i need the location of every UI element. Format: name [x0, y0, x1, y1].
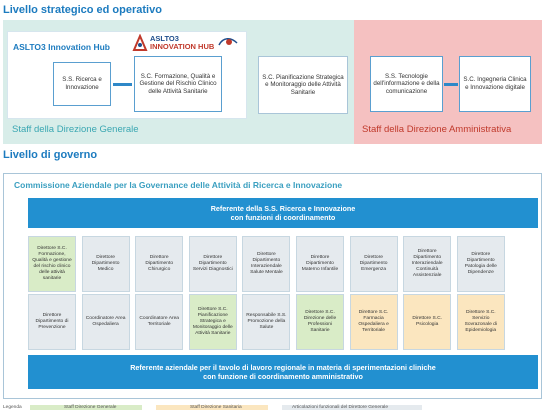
logo-swoosh-icon [218, 38, 238, 46]
logo-text-hub: INNOVATION HUB [150, 42, 215, 51]
innovation-hub-logo: ASLTO3 INNOVATION HUB [132, 34, 239, 52]
box-sc-ingegneria: S.C. Ingegneria Clinica e Innovazione di… [459, 56, 531, 112]
box-sc-formazione: S.C. Formazione, Qualità e Gestione del … [134, 56, 222, 112]
governance-title: Commissione Aziendale per la Governance … [14, 180, 343, 190]
governance-cell: Direttore S.C. Formazione, Qualità e ges… [28, 236, 76, 292]
legend-label-staff-dg: Staff Direzione Generale [64, 405, 117, 410]
governance-cell: Direttore Dipartimento Interaziendale Co… [403, 236, 452, 292]
legend-label-articolazioni: Articolazioni funzionali del Direttore G… [292, 405, 388, 410]
governance-cell: Coordinatore Area Ospedaliera [81, 294, 130, 350]
governance-cell: Direttore Dipartimento Medico [81, 236, 130, 292]
governance-cell: Direttore S.C. Servizio Sovrazonale di E… [456, 294, 505, 350]
governance-cell: Direttore Dipartimento Servizi Diagnosti… [188, 236, 237, 292]
governance-cell: Direttore S.C. Pianificazione Strategica… [188, 294, 237, 350]
legend-swatch-staff-ds [156, 405, 268, 410]
governance-cell: Direttore Dipartimento Chirurgico [135, 236, 184, 292]
logo-text-aslto: ASLTO3 [150, 34, 179, 43]
box-sc-pianificazione: S.C. Pianificazione Strategica e Monitor… [258, 56, 348, 114]
governance-cell: Direttore S.C. Direzione delle Professio… [296, 294, 344, 350]
banner-referente-sperimentazioni: Referente aziendale per il tavolo di lav… [28, 355, 538, 389]
governance-cell: Responsabile S.S. Promozione della Salut… [242, 294, 291, 350]
governance-cell: Direttore Dipartimento Interaziendale Sa… [242, 236, 291, 292]
legend-label-staff-ds: Staff Direzione Sanitaria [190, 405, 242, 410]
legend-swatch-articolazioni [282, 405, 422, 410]
caption-staff-dg: Staff della Direzione Generale [12, 124, 139, 135]
legend: Staff Direzione Generale Staff Direzione… [30, 403, 470, 413]
box-ss-tecnologie: S.S. Tecnologie dell'informazione e dell… [370, 56, 443, 112]
connector-da [444, 83, 458, 86]
box-ss-ricerca-innovazione: S.S. Ricerca e Innovazione [53, 62, 111, 106]
section-title-governo: Livello di governo [3, 149, 98, 161]
hub-title: ASLTO3 Innovation Hub [13, 42, 110, 52]
governance-cell: Direttore Dipartimento Patologia delle D… [456, 236, 505, 292]
governance-cell: Coordinatore Area Territoriale [135, 294, 184, 350]
banner-referente-ricerca: Referente della S.S. Ricerca e Innovazio… [28, 198, 538, 228]
section-title-strategic: Livello strategico ed operativo [3, 4, 162, 16]
logo-icon [132, 34, 148, 51]
legend-swatch-staff-dg [30, 405, 142, 410]
governance-cell: Direttore Dipartimento Emergenza [349, 236, 398, 292]
connector-hub [113, 83, 132, 86]
governance-cell: Direttore Dipartimento Materno Infantile [296, 236, 344, 292]
caption-staff-da: Staff della Direzione Amministrativa [362, 124, 512, 135]
governance-cell: Direttore S.C. Farmacia Ospedaliera e Te… [349, 294, 398, 350]
governance-cell: Direttore S.C. Psicologia [403, 294, 452, 350]
governance-cell: Direttore Dipartimento di Prevenzione [28, 294, 76, 350]
legend-title: Legenda [3, 405, 22, 410]
